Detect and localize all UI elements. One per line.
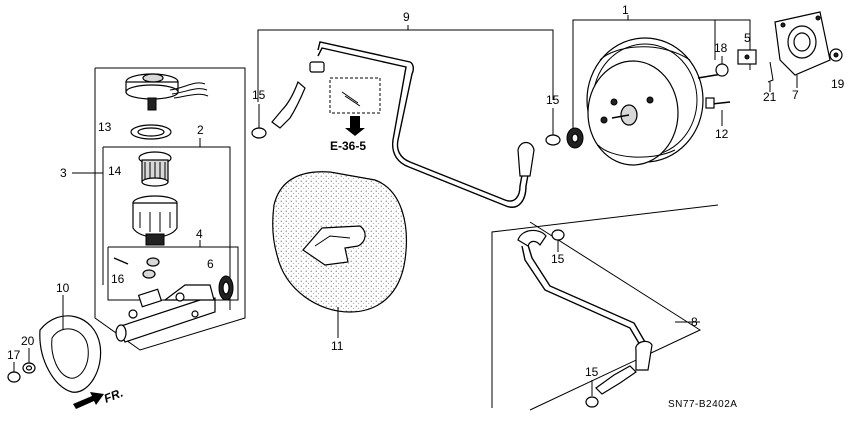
washer-20 (22, 348, 36, 374)
callout-15-b: 15 (546, 93, 560, 107)
callout-15-d: 15 (585, 365, 599, 379)
callout-4: 4 (196, 227, 203, 241)
reservoir-cap (125, 73, 209, 111)
callout-2: 2 (197, 123, 204, 137)
vacuum-pipe (517, 229, 653, 395)
diagram-code: SN77-B2402A (668, 399, 737, 410)
clip-21 (767, 61, 774, 92)
booster-frame (572, 15, 751, 135)
callout-5: 5 (744, 31, 751, 45)
callout-19: 19 (831, 77, 845, 91)
master-cylinder-group-frame (72, 67, 246, 351)
hose-clamp-lower-top (551, 229, 565, 252)
callout-16: 16 (111, 272, 125, 286)
seal-plate-7 (774, 11, 831, 88)
callout-9: 9 (403, 10, 410, 24)
front-label: FR. (102, 386, 125, 406)
callout-labels: 1 2 3 4 5 6 7 8 9 10 11 12 13 14 15 15 1… (7, 3, 845, 410)
splash-shield (272, 171, 408, 338)
nut-18 (715, 56, 729, 77)
reservoir-strainer (138, 151, 172, 187)
vacuum-hose (271, 41, 535, 208)
callout-6: 6 (207, 257, 214, 271)
callout-13: 13 (98, 120, 112, 134)
callout-18: 18 (714, 41, 728, 55)
callout-11: 11 (331, 339, 344, 353)
hose-clamp-lower-bottom (585, 380, 599, 408)
callout-15-a: 15 (252, 88, 266, 102)
hose-clamp-left (251, 104, 267, 139)
booster-gasket (566, 127, 584, 149)
gasket-plate (39, 295, 102, 393)
callout-10: 10 (56, 281, 70, 295)
callout-20: 20 (21, 334, 35, 348)
callout-21: 21 (763, 90, 777, 104)
reference-box (329, 77, 381, 136)
reference-label: E-36-5 (330, 139, 366, 153)
reservoir-body (132, 195, 178, 246)
hose-clamp-right (545, 108, 561, 146)
master-cylinder-seal (218, 275, 234, 301)
callout-1: 1 (622, 3, 629, 17)
nut-17 (7, 362, 21, 383)
callout-12: 12 (715, 127, 729, 141)
callout-17: 17 (7, 348, 21, 362)
reservoir-seal (130, 124, 172, 140)
front-arrow-icon (73, 392, 104, 409)
pin-and-grommets (113, 257, 160, 279)
brake-booster (586, 37, 704, 166)
nut-19 (829, 48, 843, 62)
callout-7: 7 (792, 88, 799, 102)
callout-8: 8 (691, 315, 698, 329)
master-cylinder-body (115, 284, 216, 343)
callout-15-c: 15 (551, 252, 565, 266)
callout-14: 14 (108, 164, 122, 178)
vacuum-pipe-frame (491, 204, 719, 411)
vacuum-hose-frame (257, 25, 554, 102)
clevis-5 (737, 49, 757, 65)
callout-3: 3 (60, 166, 67, 180)
